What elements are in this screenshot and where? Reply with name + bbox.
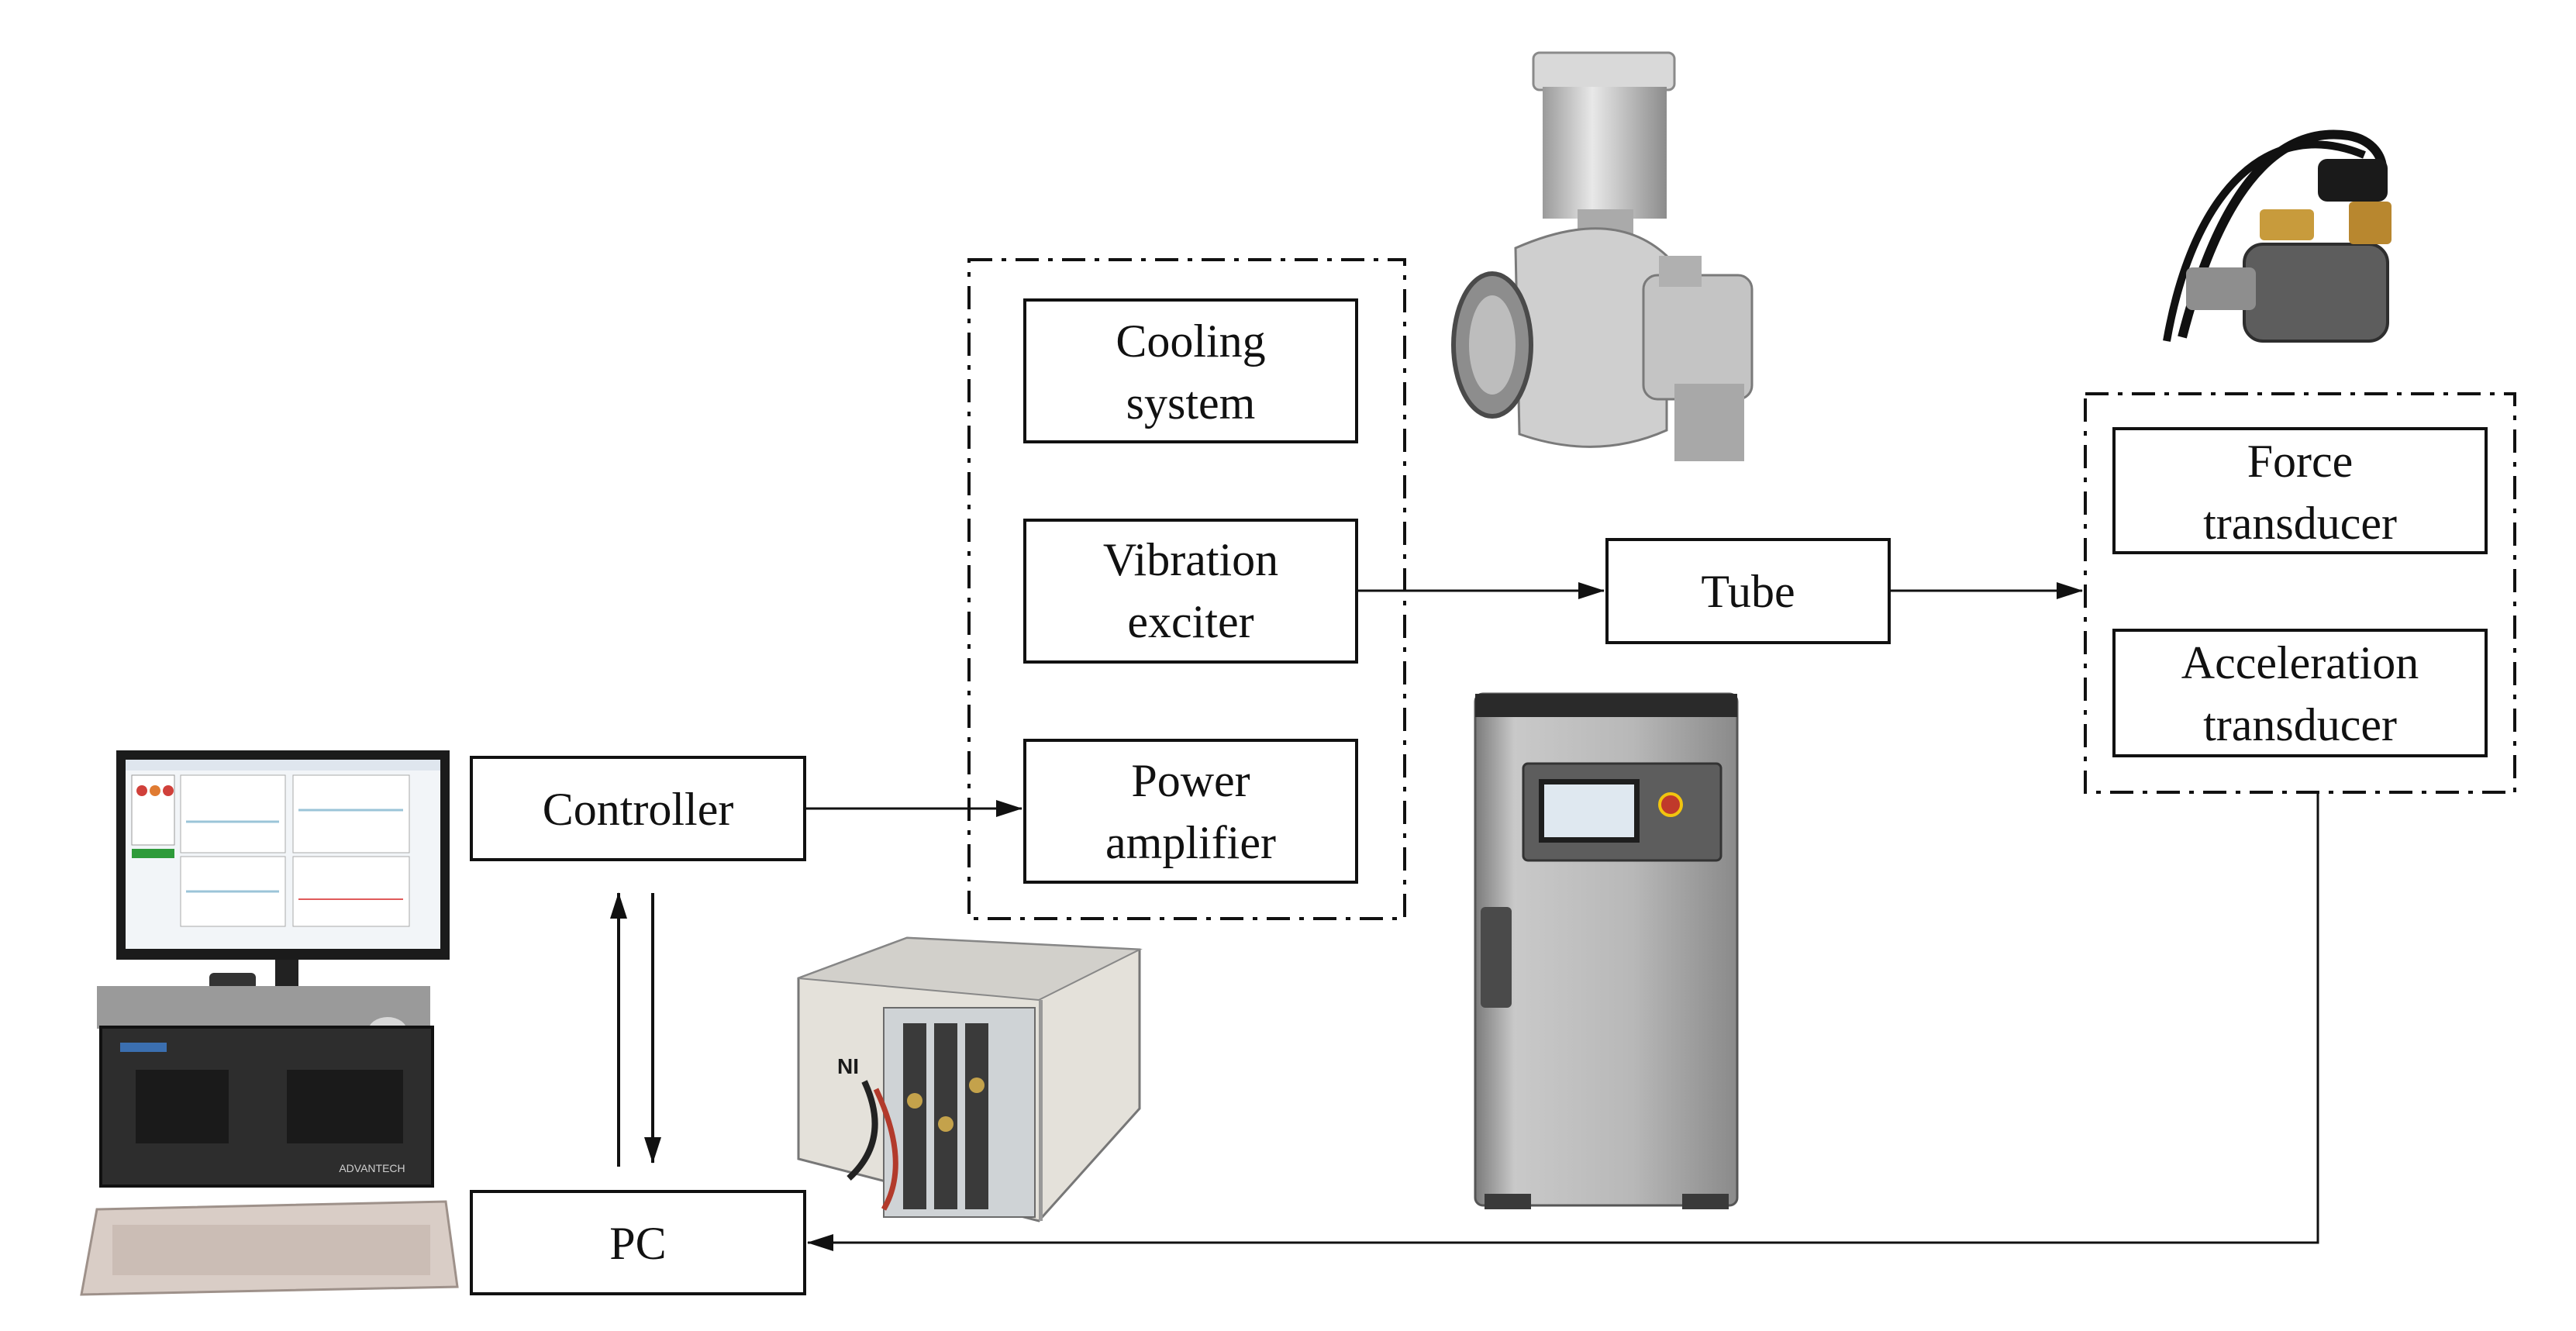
vibration-exciter-label-line1: Vibration — [1103, 534, 1278, 585]
force-transducer-label-line2: transducer — [2203, 498, 2397, 549]
tube-label: Tube — [1701, 566, 1795, 617]
power-amplifier-box: Power amplifier — [1023, 739, 1358, 884]
force-transducer-label-line1: Force — [2247, 436, 2354, 487]
controller-label: Controller — [543, 784, 734, 835]
vibration-exciter-box: Vibration exciter — [1023, 519, 1358, 664]
acceleration-transducer-box: Acceleration transducer — [2112, 629, 2488, 757]
acceleration-transducer-label-line2: transducer — [2203, 699, 2397, 750]
pc-box: PC — [470, 1190, 806, 1295]
cooling-system-label-line2: system — [1126, 378, 1256, 429]
vibration-exciter-label-line2: exciter — [1127, 596, 1254, 647]
pc-workstation-photo: ADVANTECH — [80, 750, 459, 1296]
force-transducer-box: Force transducer — [2112, 427, 2488, 554]
pc-label: PC — [609, 1218, 666, 1269]
tube-box: Tube — [1605, 538, 1891, 644]
exciter-group-frame — [967, 258, 1406, 920]
power-amplifier-label-line1: Power — [1131, 755, 1250, 806]
data-acquisition-chassis-photo: NI — [797, 936, 1143, 1222]
transducer-group-frame — [2084, 392, 2516, 794]
cooling-fan-photo — [1451, 51, 1754, 461]
cooling-system-box: Cooling system — [1023, 298, 1358, 443]
controller-box: Controller — [470, 756, 806, 861]
pc-brand-badge: ADVANTECH — [339, 1162, 405, 1174]
power-amplifier-label-line2: amplifier — [1105, 817, 1276, 868]
ni-brand-badge: NI — [837, 1054, 859, 1078]
transducer-sensor-photo — [2163, 129, 2392, 343]
acceleration-transducer-label-line1: Acceleration — [2181, 637, 2419, 688]
power-amplifier-cabinet-photo — [1474, 692, 1739, 1209]
transducers-to-pc-arrow — [807, 792, 2319, 1251]
cooling-system-label-line1: Cooling — [1116, 316, 1265, 367]
